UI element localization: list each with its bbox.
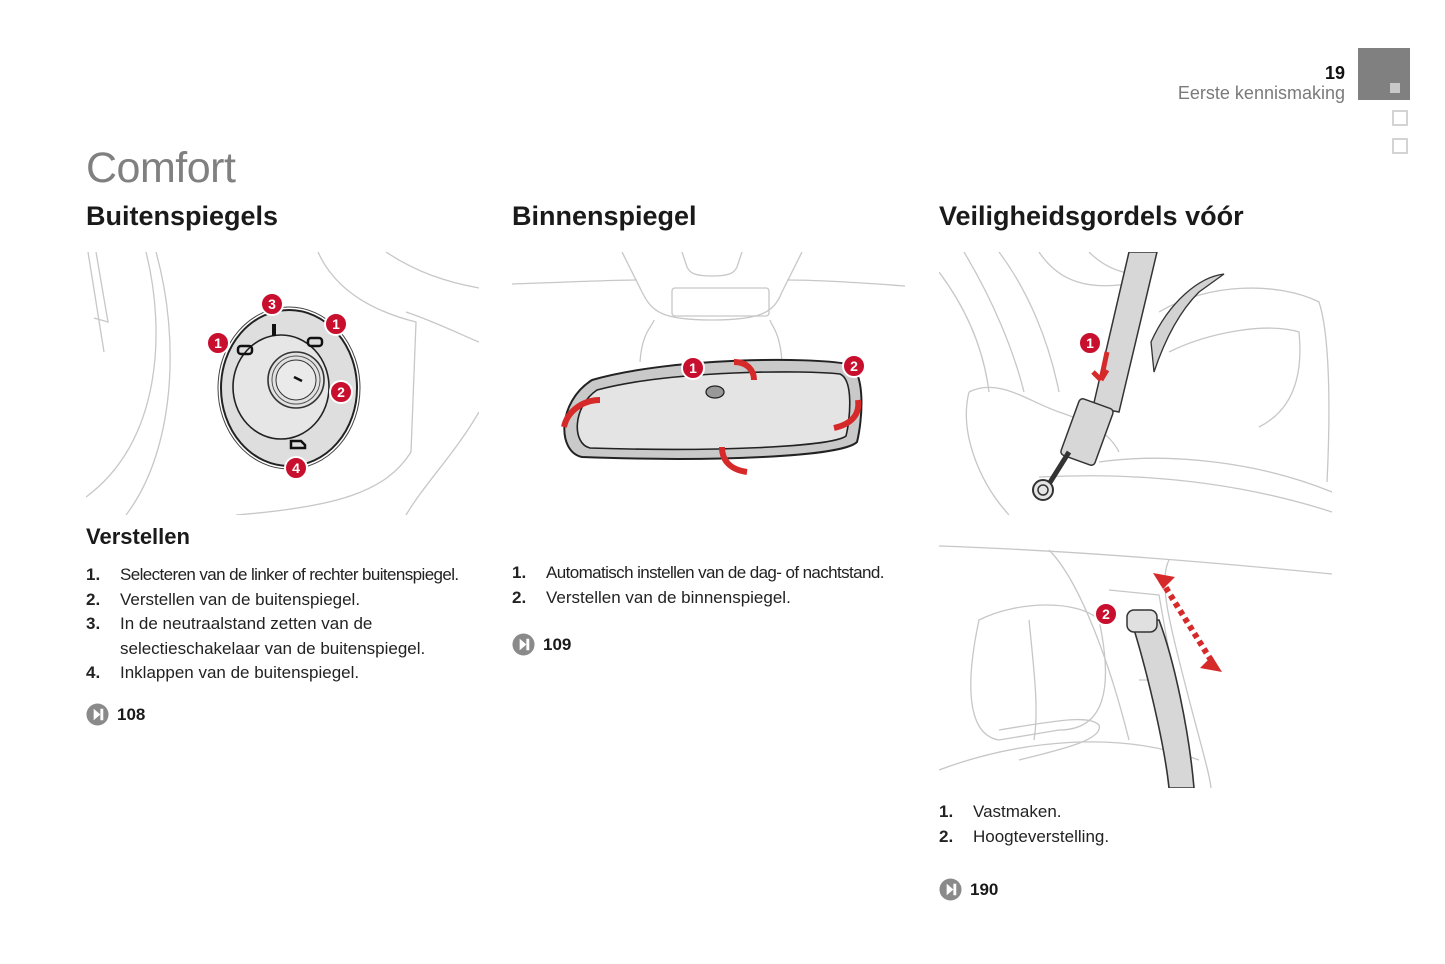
- callout-badge: 4: [284, 456, 308, 480]
- subheading-verstellen: Verstellen: [86, 524, 190, 549]
- chapter-title: Eerste kennismaking: [1177, 83, 1345, 103]
- callout-badge: 2: [1094, 602, 1118, 626]
- list-item: 1.Automatisch instellen van de dag- of n…: [512, 563, 884, 582]
- list-item: 3.In de neutraalstand zetten van de sele…: [86, 614, 426, 658]
- chapter-tab[interactable]: [1392, 138, 1408, 154]
- svg-text:4: 4: [292, 460, 300, 476]
- instruction-list: 1.Selecteren van de linker of rechter bu…: [86, 563, 486, 686]
- section-heading-veiligheidsgordels: Veiligheidsgordels vóór: [939, 201, 1244, 231]
- callout-badge: 1: [1078, 331, 1102, 355]
- page-number: 19: [1324, 63, 1345, 83]
- svg-text:2: 2: [337, 384, 345, 400]
- mirror-control-knob-illustration: 3 1 1 2 4: [86, 252, 479, 515]
- callout-badge: 2: [329, 380, 353, 404]
- callout-badge: 2: [842, 354, 866, 378]
- seatbelt-buckle-illustration: 1: [939, 252, 1332, 515]
- page-title: Comfort: [86, 144, 236, 192]
- interior-mirror-illustration: 1 2: [512, 252, 905, 475]
- chapter-tab-active[interactable]: [1358, 48, 1410, 100]
- page-reference-link[interactable]: 108: [86, 703, 145, 726]
- chapter-tab[interactable]: [1392, 110, 1408, 126]
- section-heading-buitenspiegels: Buitenspiegels: [86, 201, 279, 231]
- svg-text:1: 1: [689, 360, 697, 376]
- list-item: 4.Inklappen van de buitenspiegel.: [86, 663, 360, 682]
- list-item: 2.Verstellen van de binnenspiegel.: [512, 587, 791, 607]
- callout-badge: 3: [260, 292, 284, 316]
- page-reference-link[interactable]: 190: [939, 878, 998, 901]
- svg-text:1: 1: [214, 335, 222, 351]
- list-item: 1.Selecteren van de linker of rechter bu…: [86, 565, 459, 584]
- tab-marker-icon: [1390, 83, 1400, 93]
- svg-text:2: 2: [850, 358, 858, 374]
- svg-text:3: 3: [268, 296, 276, 312]
- page-reference-icon: [512, 633, 535, 656]
- svg-text:1: 1: [332, 316, 340, 332]
- callout-badge: 1: [324, 312, 348, 336]
- page-reference-icon: [939, 878, 962, 901]
- callout-badge: 1: [206, 331, 230, 355]
- page-reference-icon: [86, 703, 109, 726]
- list-item: 1.Vastmaken.: [939, 802, 1062, 821]
- seatbelt-height-illustration: 2: [939, 545, 1332, 788]
- list-item: 2.Hoogteverstelling.: [939, 826, 1110, 846]
- section-heading-binnenspiegel: Binnenspiegel: [512, 201, 697, 231]
- page-reference-link[interactable]: 109: [512, 633, 571, 656]
- instruction-list: 1.Vastmaken. 2.Hoogteverstelling.: [939, 800, 1339, 849]
- instruction-list: 1.Automatisch instellen van de dag- of n…: [512, 561, 912, 610]
- callout-badge: 1: [681, 356, 705, 380]
- list-item: 2.Verstellen van de buitenspiegel.: [86, 589, 361, 609]
- svg-text:1: 1: [1086, 335, 1094, 351]
- svg-text:2: 2: [1102, 606, 1110, 622]
